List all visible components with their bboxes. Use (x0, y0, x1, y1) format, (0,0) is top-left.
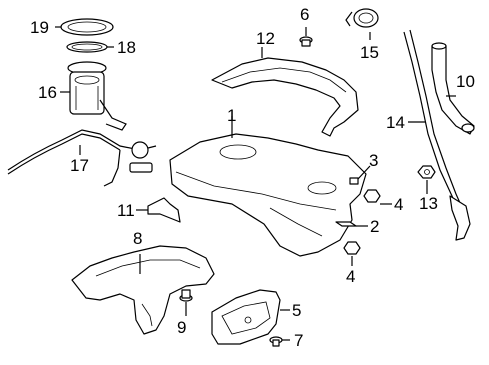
callout-13: 13 (419, 194, 438, 213)
callout-6: 7 (294, 331, 304, 350)
callout-2: 2 (370, 217, 380, 236)
part-17-harness (7, 129, 157, 187)
callout-1: 1 (227, 106, 237, 125)
callout-12: 10 (456, 72, 475, 91)
part-5-skid-plate (211, 289, 290, 345)
callout-19: 19 (30, 18, 49, 37)
callout-4-lower: 4 (346, 267, 356, 286)
part-14-vent-line (403, 29, 471, 241)
callout-10: 9 (177, 318, 187, 337)
callout-4-upper: 4 (394, 195, 404, 214)
callout-8: 6 (300, 5, 310, 24)
part-15-filler-ring (345, 8, 379, 40)
callout-14: 14 (386, 113, 405, 132)
callout-7: 12 (256, 29, 275, 48)
callout-15: 15 (360, 43, 379, 62)
part-7-heat-shield (211, 47, 359, 137)
callout-3: 3 (369, 151, 379, 170)
part-1-fuel-tank (169, 116, 367, 257)
callout-9: 8 (133, 229, 143, 248)
part-13-clip (417, 165, 436, 194)
part-11-bracket (136, 197, 181, 223)
part-4-nut-lower (343, 241, 361, 266)
part-12-filler-tube (431, 42, 475, 135)
part-8-grommet (299, 27, 313, 47)
part-3-fastener (349, 165, 371, 185)
part-6-push-pin (269, 336, 290, 347)
part-19-lock-ring (55, 18, 114, 36)
part-10-grommet (179, 289, 193, 316)
part-9-heat-shield-rear (71, 245, 215, 335)
callout-17: 17 (70, 156, 89, 175)
part-16-fuel-pump-module (60, 61, 127, 131)
part-2-strap (335, 221, 368, 227)
part-4-nut-upper (363, 189, 392, 205)
part-18-seal (66, 41, 114, 53)
callout-16: 16 (38, 83, 57, 102)
callout-5: 5 (292, 301, 302, 320)
callout-18: 18 (117, 38, 136, 57)
callout-11: 11 (117, 201, 135, 220)
